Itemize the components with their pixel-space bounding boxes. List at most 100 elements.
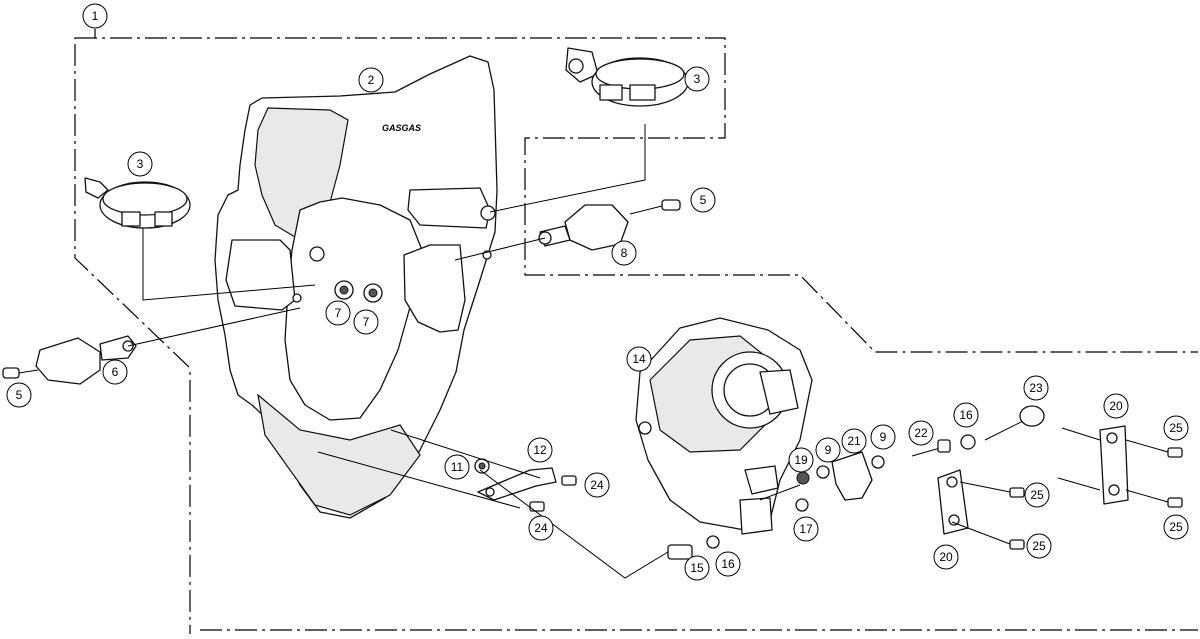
callout-circle	[82, 3, 108, 29]
callout-c15: 15	[684, 555, 710, 581]
callout-circle	[1163, 415, 1189, 441]
mount-knob-right	[538, 204, 629, 251]
screw-24-b	[529, 501, 545, 512]
washer-16-b	[960, 434, 976, 450]
callout-c20a: 20	[933, 544, 959, 570]
fork-clamp-left	[84, 177, 191, 229]
callout-label: 21	[847, 434, 861, 448]
mount-knob-left	[35, 335, 137, 385]
callout-circle	[815, 437, 841, 463]
callout-label: 2	[368, 73, 375, 87]
callout-c17: 17	[793, 516, 819, 542]
callout-circle	[788, 447, 814, 473]
callout-circle	[325, 300, 351, 326]
callout-c12: 12	[527, 437, 553, 463]
callout-c25a: 25	[1024, 482, 1050, 508]
callout-c23: 23	[1023, 375, 1049, 401]
nut-19	[796, 471, 810, 485]
callout-c7b: 7	[353, 309, 379, 335]
callout-c11: 11	[444, 454, 470, 480]
callout-c25d: 25	[1163, 514, 1189, 540]
callout-label: 9	[880, 430, 887, 444]
screw-5-left	[2, 367, 39, 379]
leader-lines	[127, 124, 1169, 579]
callout-circle	[6, 382, 32, 408]
callout-c22: 22	[908, 420, 934, 446]
headlight-mask: GASGAS	[214, 55, 498, 519]
callout-c16a: 16	[715, 551, 741, 577]
fork-clamp-right	[565, 47, 689, 107]
callout-circle	[584, 472, 610, 498]
callout-label: 15	[690, 561, 704, 575]
callout-label: 25	[1169, 520, 1183, 534]
washer-9-a	[816, 465, 830, 479]
callout-label: 25	[1169, 421, 1183, 435]
callout-circle	[953, 402, 979, 428]
callout-circle	[1023, 375, 1049, 401]
callout-c25b: 25	[1026, 533, 1052, 559]
callout-label: 20	[1109, 399, 1123, 413]
callout-label: 3	[694, 72, 701, 86]
callout-c1: 1	[82, 3, 108, 29]
callout-circle	[1103, 393, 1129, 419]
callout-c24a: 24	[584, 472, 610, 498]
callout-c25c: 25	[1163, 415, 1189, 441]
callout-circle	[870, 424, 896, 450]
callout-c21: 21	[841, 428, 867, 454]
callout-circle	[611, 240, 637, 266]
callout-label: 3	[137, 157, 144, 171]
callout-c3b: 3	[684, 66, 710, 92]
callout-label: 14	[632, 352, 646, 366]
callout-label: 24	[590, 478, 604, 492]
mask-brand-text: GASGAS	[382, 123, 421, 133]
callout-label: 5	[16, 388, 23, 402]
callout-c8: 8	[611, 240, 637, 266]
screw-5-right	[629, 199, 681, 215]
washer-17	[795, 498, 809, 512]
callout-circle	[841, 428, 867, 454]
nut-7-right	[363, 283, 383, 303]
callout-c5b: 5	[690, 187, 716, 213]
washer-9-b	[871, 455, 885, 469]
callout-label: 5	[700, 193, 707, 207]
callout-c5a: 5	[6, 382, 32, 408]
callout-circle	[358, 67, 384, 93]
callout-label: 20	[939, 550, 953, 564]
callout-circle	[715, 551, 741, 577]
callout-label: 16	[721, 557, 735, 571]
callout-c6: 6	[102, 359, 128, 385]
callout-circle	[1026, 533, 1052, 559]
callout-circle	[528, 515, 554, 541]
callout-label: 12	[533, 443, 547, 457]
callout-label: 25	[1032, 539, 1046, 553]
screws-25	[1009, 447, 1183, 550]
callout-circle	[1163, 514, 1189, 540]
callout-circle	[626, 346, 652, 372]
washer-16-a	[706, 535, 720, 549]
callout-label: 7	[335, 306, 342, 320]
callout-c9b: 9	[870, 424, 896, 450]
callout-circle	[353, 309, 379, 335]
callout-label: 22	[914, 426, 928, 440]
callout-circle	[684, 66, 710, 92]
callout-circle	[690, 187, 716, 213]
callout-c2: 2	[358, 67, 384, 93]
callout-label: 7	[363, 315, 370, 329]
callout-c19: 19	[788, 447, 814, 473]
callout-circle	[933, 544, 959, 570]
callout-label: 11	[451, 460, 464, 474]
adjuster-23	[984, 405, 1045, 441]
clamp-bracket-20-b	[1099, 425, 1129, 505]
assembly-boundary	[74, 29, 1198, 634]
callout-circle	[793, 516, 819, 542]
callout-label: 19	[794, 453, 808, 467]
callout-circle	[908, 420, 934, 446]
callout-c20b: 20	[1103, 393, 1129, 419]
callout-circle	[444, 454, 470, 480]
callout-c3a: 3	[127, 151, 153, 177]
bolt-22	[911, 439, 951, 457]
callout-label: 25	[1030, 488, 1044, 502]
